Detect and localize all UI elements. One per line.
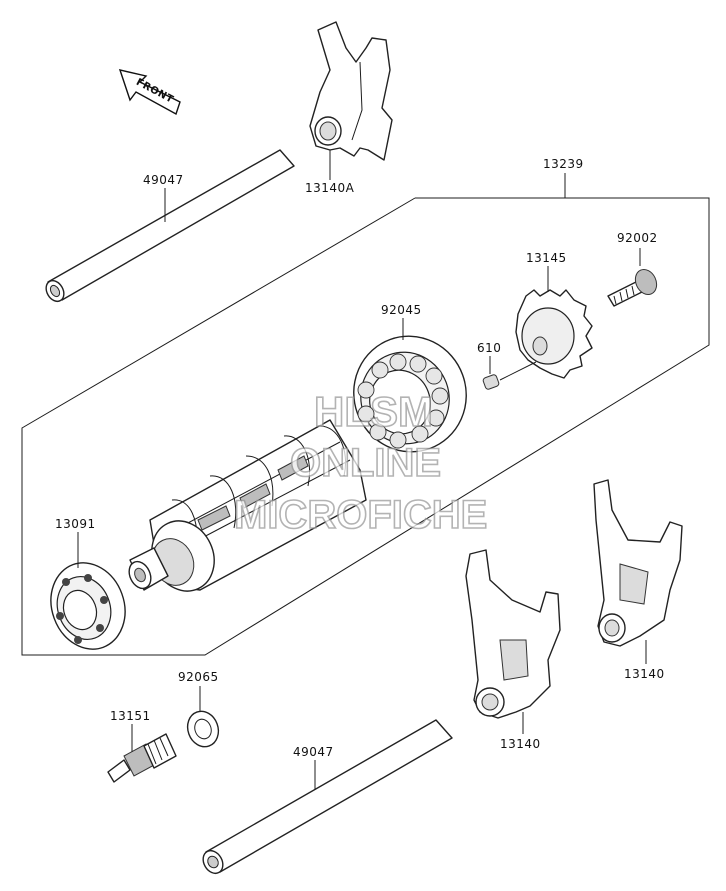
- callout-drum-plate: 13145: [526, 251, 567, 265]
- callout-switch: 13151: [110, 709, 151, 723]
- shift-drum-plate: [515, 289, 593, 379]
- callout-screw: 92002: [617, 231, 658, 245]
- ball-bearing-large: [353, 335, 467, 453]
- neutral-switch: [107, 733, 177, 783]
- watermark-line-2: ONLINE: [290, 441, 441, 485]
- shift-fork-upper: [309, 21, 393, 161]
- callout-bearing-large: 92045: [381, 303, 422, 317]
- washer: [186, 710, 220, 748]
- ball-bearing-small: [50, 562, 126, 650]
- screw: [607, 268, 658, 307]
- callout-shift-rod-upper: 49047: [143, 173, 184, 187]
- watermark: HLSM ONLINE MICROFICHE: [233, 387, 488, 538]
- callout-pin: 610: [477, 341, 501, 355]
- callout-fork-right: 13140: [624, 667, 665, 681]
- assembly-outline: [21, 197, 710, 656]
- watermark-line-1: HLSM: [314, 388, 433, 435]
- shift-drum: [128, 419, 367, 592]
- callout-fork-mid: 13140: [500, 737, 541, 751]
- shift-rod-upper: [45, 149, 295, 303]
- leader-pin-2: [499, 361, 537, 381]
- callout-washer: 92065: [178, 670, 219, 684]
- callout-assembly: 13239: [543, 157, 584, 171]
- dowel-pin: [482, 374, 500, 390]
- front-arrow-icon: FRONT: [118, 69, 181, 116]
- watermark-line-3: MICROFICHE: [234, 493, 487, 537]
- callout-fork-upper: 13140A: [305, 181, 355, 195]
- callout-shift-rod-lower: 49047: [293, 745, 334, 759]
- callout-bearing-small: 13091: [55, 517, 96, 531]
- shift-fork-mid: [465, 549, 561, 719]
- shift-rod-lower: [202, 719, 453, 875]
- shift-fork-right: [593, 479, 683, 647]
